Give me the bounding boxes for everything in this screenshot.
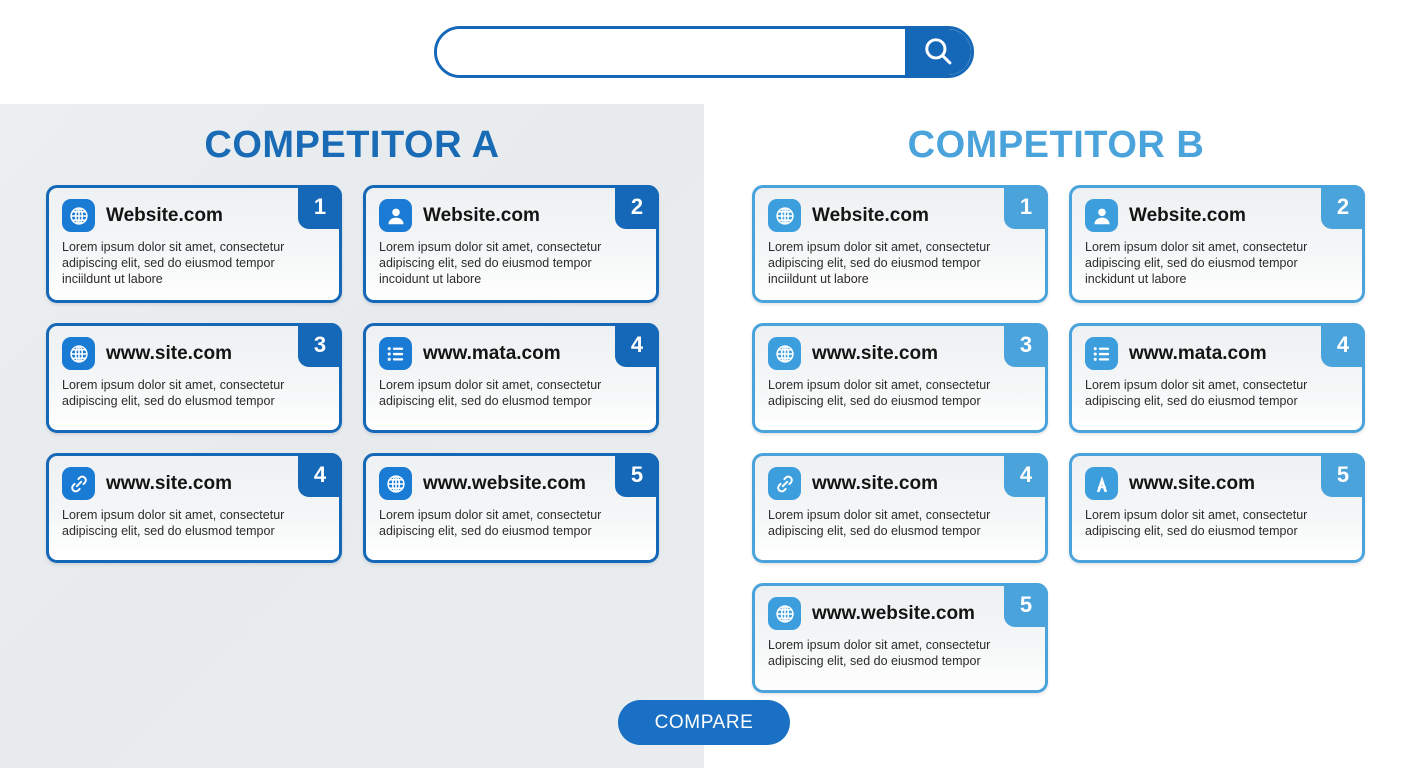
card-title: www.website.com xyxy=(423,472,586,494)
card-rank-badge: 2 xyxy=(615,185,659,229)
card-rank-badge: 3 xyxy=(298,323,342,368)
card-header: www.mata.com xyxy=(379,337,643,371)
globe-icon xyxy=(768,199,801,232)
card-rank-badge: 4 xyxy=(615,323,659,368)
card-rank-badge: 3 xyxy=(1004,323,1048,368)
list-icon xyxy=(379,337,412,371)
card-header: www.site.com xyxy=(768,467,1032,501)
card-description: Lorem ipsum dolor sit amet, consectetur … xyxy=(62,508,285,539)
card-title: www.site.com xyxy=(106,472,232,494)
card-header: www.website.com xyxy=(379,467,643,501)
card-description: Lorem ipsum dolor sit amet, consectetur … xyxy=(379,240,602,286)
search-header xyxy=(0,0,1408,104)
card-header: www.site.com xyxy=(768,337,1032,371)
card-description: Lorem ipsum dolor sit amet, consectetur … xyxy=(62,378,285,409)
card-title: www.site.com xyxy=(812,342,938,364)
compare-button[interactable]: COMPARE xyxy=(618,700,790,745)
card-rank-badge: 5 xyxy=(615,453,659,498)
globe-icon xyxy=(62,199,95,232)
appstore-icon xyxy=(1085,467,1118,501)
card-title: www.site.com xyxy=(1129,472,1255,494)
card-title: Website.com xyxy=(1129,204,1246,226)
person-icon xyxy=(379,199,412,232)
card-rank-badge: 1 xyxy=(1004,185,1048,229)
card-rank-badge: 5 xyxy=(1004,583,1048,628)
card-header: www.site.com xyxy=(62,467,326,501)
card-description: Lorem ipsum dolor sit amet, consectetur … xyxy=(1085,508,1308,539)
card-header: Website.com xyxy=(379,199,643,232)
card-description: Lorem ipsum dolor sit amet, consectetur … xyxy=(62,240,285,286)
card-title: www.site.com xyxy=(812,472,938,494)
card-header: www.site.com xyxy=(62,337,326,371)
card-description: Lorem ipsum dolor sit amet, consectetur … xyxy=(1085,240,1308,286)
competitor-a-title: COMPETITOR A xyxy=(204,124,500,166)
card-description: Lorem ipsum dolor sit amet, consectetur … xyxy=(1085,378,1308,409)
card-header: Website.com xyxy=(768,199,1032,232)
search-button[interactable] xyxy=(905,29,971,75)
card-header: Website.com xyxy=(62,199,326,232)
search-input[interactable] xyxy=(437,29,905,75)
link-icon xyxy=(62,467,95,501)
card-description: Lorem ipsum dolor sit amet, consectetur … xyxy=(768,638,991,669)
card-title: Website.com xyxy=(106,204,223,226)
card-description: Lorem ipsum dolor sit amet, consectetur … xyxy=(379,378,602,409)
card-rank-badge: 1 xyxy=(298,185,342,229)
card-title: www.mata.com xyxy=(1129,342,1267,364)
card-header: www.mata.com xyxy=(1085,337,1349,371)
card-title: Website.com xyxy=(423,204,540,226)
card-rank-badge: 4 xyxy=(1321,323,1365,368)
card-description: Lorem ipsum dolor sit amet, consectetur … xyxy=(768,240,991,286)
card-rank-badge: 2 xyxy=(1321,185,1365,229)
card-title: www.mata.com xyxy=(423,342,561,364)
person-icon xyxy=(1085,199,1118,232)
card-rank-badge: 5 xyxy=(1321,453,1365,498)
globe-icon xyxy=(768,597,801,631)
search-icon xyxy=(921,34,955,71)
card-header: www.site.com xyxy=(1085,467,1349,501)
globe-icon xyxy=(768,337,801,371)
card-description: Lorem ipsum dolor sit amet, consectetur … xyxy=(768,378,991,409)
globe-icon xyxy=(379,467,412,501)
link-icon xyxy=(768,467,801,501)
card-rank-badge: 4 xyxy=(1004,453,1048,498)
card-header: www.website.com xyxy=(768,597,1032,631)
competitor-b-title: COMPETITOR B xyxy=(907,124,1205,166)
list-icon xyxy=(1085,337,1118,371)
card-title: Website.com xyxy=(812,204,929,226)
globe-icon xyxy=(62,337,95,371)
card-description: Lorem ipsum dolor sit amet, consectetur … xyxy=(768,508,991,539)
card-header: Website.com xyxy=(1085,199,1349,232)
search-bar xyxy=(434,26,974,78)
card-rank-badge: 4 xyxy=(298,453,342,498)
card-title: www.website.com xyxy=(812,602,975,624)
card-title: www.site.com xyxy=(106,342,232,364)
card-description: Lorem ipsum dolor sit amet, consectetur … xyxy=(379,508,602,539)
